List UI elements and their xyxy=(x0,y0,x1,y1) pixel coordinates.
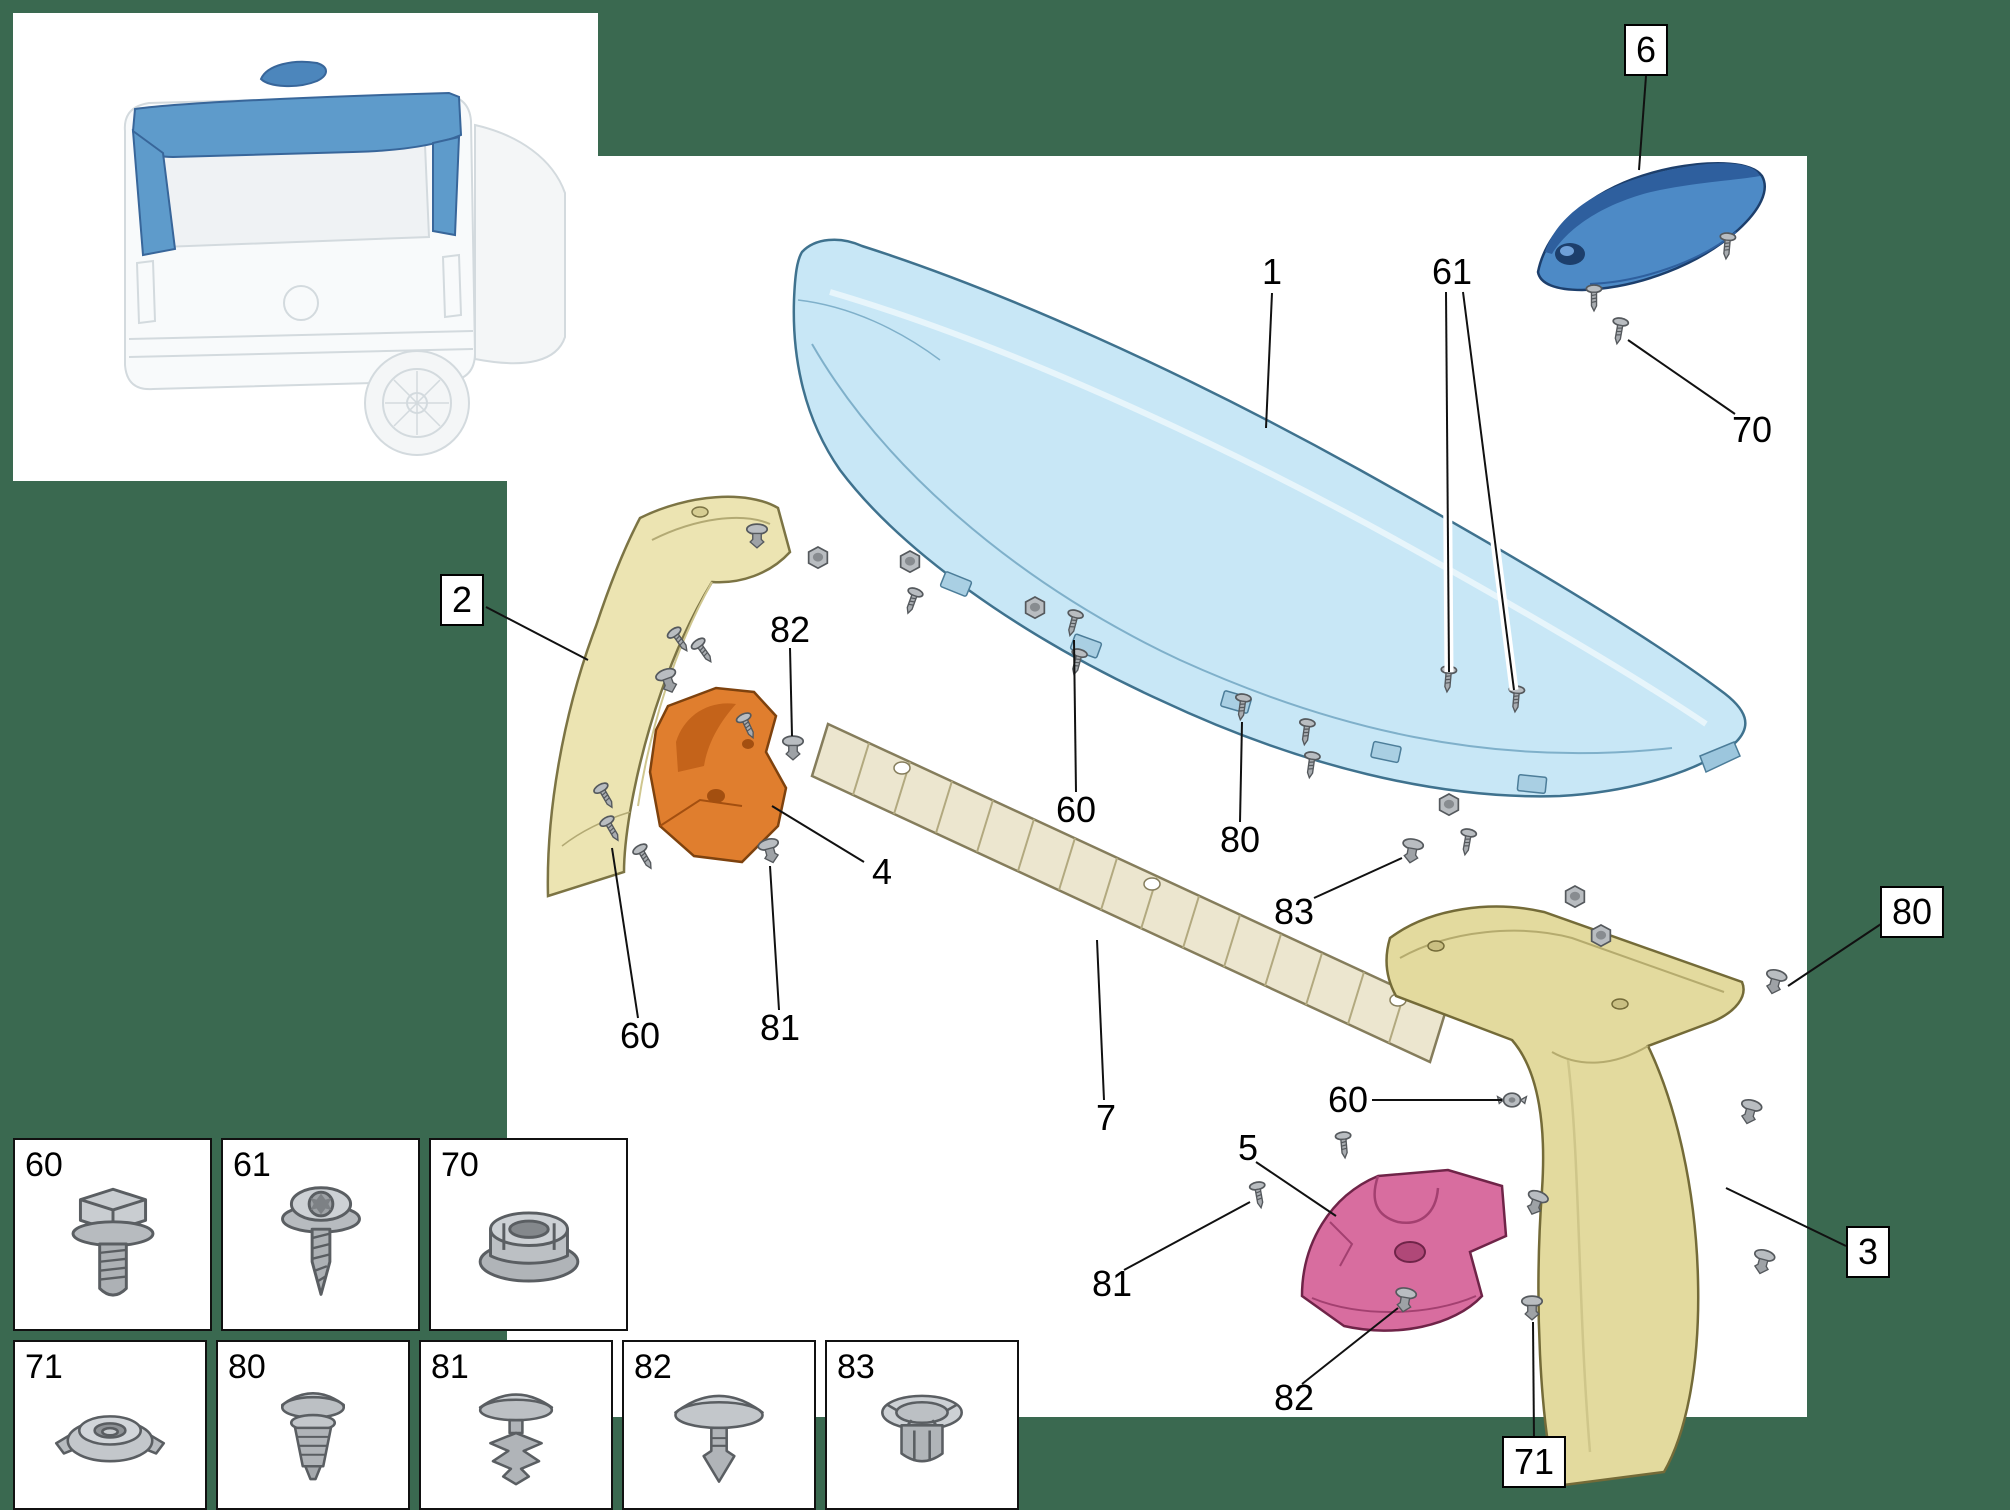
nut-icon xyxy=(1564,885,1586,909)
legend-box-82[interactable]: 82 xyxy=(622,1340,816,1510)
clip-icon xyxy=(1399,836,1425,866)
callout-label-1[interactable]: 1 xyxy=(1261,251,1283,292)
torx-screw-icon xyxy=(247,1170,395,1318)
part-bracket-left[interactable] xyxy=(648,686,788,864)
part-bracket-right[interactable] xyxy=(1300,1168,1508,1332)
screw-icon xyxy=(630,841,659,873)
callout-label-60[interactable]: 60 xyxy=(1327,1079,1369,1120)
legend-id-label: 60 xyxy=(25,1146,63,1184)
callout-label-61[interactable]: 61 xyxy=(1431,251,1473,292)
screw-icon xyxy=(1456,827,1478,857)
clip-icon xyxy=(1749,1247,1777,1277)
legend-id-label: 71 xyxy=(25,1348,63,1386)
clip-icon xyxy=(781,735,805,761)
push-rivet-clip-icon xyxy=(249,1369,377,1497)
nut-icon xyxy=(1590,924,1612,948)
part-spoiler[interactable] xyxy=(792,238,1747,798)
legend-id-label: 80 xyxy=(228,1348,266,1386)
legend-box-60[interactable]: 60 xyxy=(13,1138,212,1331)
dome-push-clip-icon xyxy=(655,1369,783,1497)
fastener-legend-row-2: 71 80 81 82 83 xyxy=(13,1340,1019,1510)
legend-box-83[interactable]: 83 xyxy=(825,1340,1019,1510)
legend-box-81[interactable]: 81 xyxy=(419,1340,613,1510)
callout-label-81[interactable]: 81 xyxy=(1091,1263,1133,1304)
trim-clip-icon xyxy=(452,1369,580,1497)
part-trim-right[interactable] xyxy=(1385,905,1745,1488)
flange-nut-icon xyxy=(455,1170,603,1318)
callout-label-70[interactable]: 70 xyxy=(1731,409,1773,450)
callout-label-71[interactable]: 71 xyxy=(1501,1436,1567,1488)
callout-label-4[interactable]: 4 xyxy=(871,851,893,892)
part-center-strip[interactable] xyxy=(810,722,1448,1064)
legend-id-label: 83 xyxy=(837,1348,875,1386)
callout-label-3[interactable]: 3 xyxy=(1845,1226,1891,1278)
nut-icon xyxy=(807,546,829,570)
screw-icon xyxy=(1248,1180,1270,1210)
callout-label-6[interactable]: 6 xyxy=(1623,24,1669,76)
callout-label-7[interactable]: 7 xyxy=(1095,1097,1117,1138)
expander-clip-icon xyxy=(858,1369,986,1497)
fastener-legend-row-1: 60 61 70 xyxy=(13,1138,628,1331)
callout-label-81[interactable]: 81 xyxy=(759,1007,801,1048)
screw-icon xyxy=(1585,284,1603,312)
hex-flange-bolt-icon xyxy=(39,1170,187,1318)
nut-icon xyxy=(1438,793,1460,817)
leader-lines xyxy=(485,75,1891,1441)
part-antenna-fin[interactable] xyxy=(1536,162,1766,292)
callout-label-80[interactable]: 80 xyxy=(1879,886,1945,938)
callout-label-82[interactable]: 82 xyxy=(769,609,811,650)
screw-icon xyxy=(1717,231,1737,261)
callout-label-60[interactable]: 60 xyxy=(619,1015,661,1056)
screw-icon xyxy=(1608,316,1630,346)
nut-icon xyxy=(1024,596,1046,620)
screw-icon xyxy=(899,585,925,617)
callout-label-60[interactable]: 60 xyxy=(1055,789,1097,830)
legend-box-61[interactable]: 61 xyxy=(221,1138,420,1331)
legend-id-label: 61 xyxy=(233,1146,271,1184)
clip-icon xyxy=(1736,1097,1764,1127)
screw-icon xyxy=(688,635,718,667)
callout-label-83[interactable]: 83 xyxy=(1273,891,1315,932)
legend-id-label: 81 xyxy=(431,1348,469,1386)
legend-box-70[interactable]: 70 xyxy=(429,1138,628,1331)
legend-id-label: 82 xyxy=(634,1348,672,1386)
callout-label-2[interactable]: 2 xyxy=(439,574,485,626)
screw-icon xyxy=(1334,1130,1354,1160)
callout-label-80[interactable]: 80 xyxy=(1219,819,1261,860)
clip-icon xyxy=(1761,967,1789,997)
spoiler-highlight xyxy=(131,60,463,257)
callout-label-82[interactable]: 82 xyxy=(1273,1377,1315,1418)
vehicle-inset-thumbnail xyxy=(13,13,598,481)
plastic-nut-icon xyxy=(46,1369,174,1497)
vehicle-rear-view-drawing xyxy=(123,60,566,456)
nut-icon xyxy=(899,550,921,574)
legend-box-71[interactable]: 71 xyxy=(13,1340,207,1510)
screw-icon xyxy=(1300,750,1322,780)
legend-box-80[interactable]: 80 xyxy=(216,1340,410,1510)
callout-label-5[interactable]: 5 xyxy=(1237,1127,1259,1168)
legend-id-label: 70 xyxy=(441,1146,479,1184)
